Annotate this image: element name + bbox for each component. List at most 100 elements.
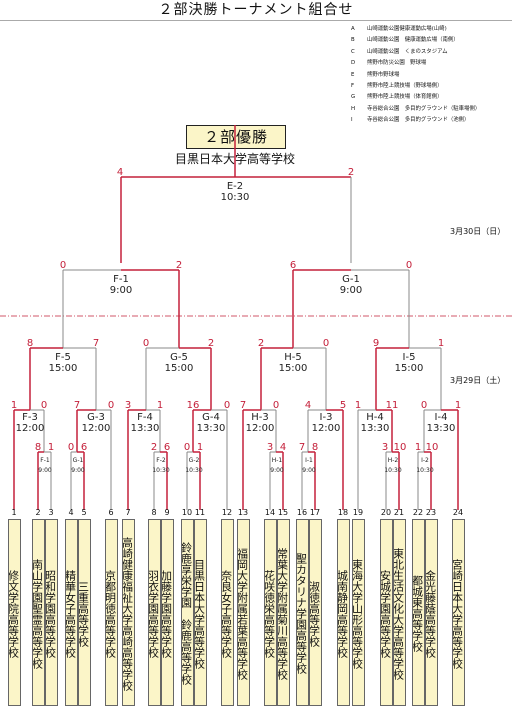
- match-time: 15:00: [49, 363, 78, 374]
- team-name: 羽衣学園高等学校: [147, 519, 161, 706]
- team-seed-number: 23: [425, 508, 437, 517]
- team-name: 東海大学山形高等学校: [351, 519, 365, 706]
- team-seed-number: 15: [277, 508, 289, 517]
- team-seed-number: 9: [164, 508, 170, 517]
- match-time: 15:00: [165, 363, 194, 374]
- team-name: 金光藤蔭高等学校: [424, 519, 438, 706]
- team-seed-number: 14: [264, 508, 276, 517]
- team-seed-number: 6: [108, 508, 114, 517]
- team-seed-number: 22: [412, 508, 424, 517]
- team-name: 精華女子高等学校: [64, 519, 78, 706]
- score: 7: [74, 400, 80, 411]
- team-seed-number: 8: [151, 508, 157, 517]
- team-name: 花咲徳栄高等学校: [263, 519, 277, 706]
- match-code: G-2: [189, 457, 200, 464]
- match-code: G-3: [87, 412, 105, 423]
- team-name: 聖カタリナ学園高等学校: [295, 519, 309, 706]
- match-code: E-2: [227, 181, 243, 192]
- date-final-day: 3月30日（日）: [450, 227, 506, 236]
- match-code: H-4: [366, 412, 384, 423]
- match-time: 9:00: [270, 467, 284, 474]
- match-code: G-5: [170, 352, 188, 363]
- match-time: 10:30: [185, 467, 202, 474]
- match-code: F-5: [55, 352, 71, 363]
- score: 5: [340, 400, 346, 411]
- score: 2: [208, 338, 214, 349]
- team-seed-number: 13: [237, 508, 249, 517]
- team-seed-number: 21: [393, 508, 405, 517]
- date-first-day: 3月29日（土）: [450, 376, 506, 385]
- score: 10: [394, 442, 407, 453]
- match-time: 13:30: [197, 423, 226, 434]
- score: 8: [312, 442, 318, 453]
- score: 1: [48, 442, 54, 453]
- score: 0: [273, 400, 279, 411]
- score: 6: [164, 442, 170, 453]
- score: 7: [240, 400, 246, 411]
- match-time: 12:00: [246, 423, 275, 434]
- team-seed-number: 1: [11, 508, 17, 517]
- match-code: F-1: [113, 274, 129, 285]
- team-name: 淑徳高等学校: [308, 519, 322, 706]
- score: 9: [373, 338, 379, 349]
- team-name: 南山学園聖霊高等学校: [31, 519, 45, 706]
- match-time: 9:00: [38, 467, 52, 474]
- match-code: I-5: [403, 352, 416, 363]
- match-code: F-3: [22, 412, 38, 423]
- team-name: 安城学園高等学校: [379, 519, 393, 706]
- score: 0: [406, 260, 412, 271]
- score: 0: [323, 338, 329, 349]
- score: 0: [68, 442, 74, 453]
- score: 2: [176, 260, 182, 271]
- match-code: I-2: [421, 457, 429, 464]
- team-name: 東北生活文化大学高等学校: [392, 519, 406, 706]
- match-time: 13:30: [361, 423, 390, 434]
- score: 0: [60, 260, 66, 271]
- match-code: I-4: [435, 412, 448, 423]
- score: 6: [290, 260, 296, 271]
- match-code: H-2: [388, 457, 399, 464]
- score: 0: [184, 442, 190, 453]
- match-code: H-5: [284, 352, 302, 363]
- team-name: 目黒日本大学高等学校: [193, 519, 207, 706]
- score: 4: [280, 442, 286, 453]
- score: 7: [93, 338, 99, 349]
- score: 16: [187, 400, 200, 411]
- match-time: 9:00: [110, 285, 132, 296]
- match-time: 10:30: [152, 467, 169, 474]
- score: 1: [438, 338, 444, 349]
- match-code: G-4: [202, 412, 220, 423]
- team-name: 昭和学園高等学校: [44, 519, 58, 706]
- team-name: 高崎健康福祉大学高崎高等学校: [121, 519, 135, 706]
- match-code: F-1: [40, 457, 50, 464]
- score: 2: [258, 338, 264, 349]
- match-time: 15:00: [395, 363, 424, 374]
- score: 6: [81, 442, 87, 453]
- team-name: 奈良女子高等学校: [220, 519, 234, 706]
- team-name: 城南静岡高等学校: [336, 519, 350, 706]
- match-time: 10:30: [416, 467, 433, 474]
- match-time: 12:00: [312, 423, 341, 434]
- match-time: 9:00: [302, 467, 316, 474]
- match-code: I-1: [305, 457, 313, 464]
- team-seed-number: 18: [337, 508, 349, 517]
- team-seed-number: 2: [35, 508, 41, 517]
- score: 8: [35, 442, 41, 453]
- team-name: 三重高等学校: [77, 519, 91, 706]
- team-name: 福岡大学附属若葉高等学校: [236, 519, 250, 706]
- team-seed-number: 24: [452, 508, 464, 517]
- score: 2: [348, 167, 354, 178]
- score: 3: [382, 442, 388, 453]
- score: 1: [197, 442, 203, 453]
- match-code: H-1: [272, 457, 283, 464]
- score: 10: [426, 442, 439, 453]
